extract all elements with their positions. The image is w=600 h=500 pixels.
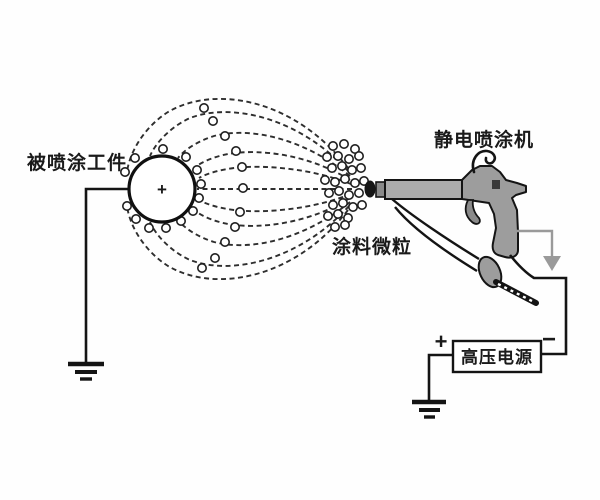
cluster-particle <box>338 139 349 150</box>
workpiece-charge-sign: + <box>157 180 167 199</box>
line-particle <box>230 222 241 233</box>
cluster-particle <box>326 163 337 174</box>
gun-hose-lower <box>394 206 478 273</box>
gun-hose-upper <box>391 198 480 261</box>
label-workpiece: 被喷涂工件 <box>27 151 127 174</box>
cluster-particle <box>332 209 343 220</box>
paint-particles <box>120 103 369 273</box>
field-line <box>126 98 349 173</box>
line-particle <box>235 207 246 218</box>
cluster-particle <box>323 188 334 199</box>
cluster-particle <box>356 200 367 211</box>
gun-to-power-wire <box>508 254 568 356</box>
field-line <box>149 111 350 173</box>
connection-indicator <box>516 229 561 271</box>
power-supply-label: 高压电源 <box>461 347 533 367</box>
line-particle <box>231 146 242 157</box>
line-particle <box>220 237 231 248</box>
label-particles: 涂料微粒 <box>332 235 412 258</box>
spray-gun <box>364 149 539 306</box>
surface-particle <box>158 144 169 155</box>
workpiece-circle <box>127 154 197 224</box>
gun-top-hook <box>471 149 497 174</box>
surface-particle <box>144 223 155 234</box>
cluster-particle <box>321 152 332 163</box>
line-particle <box>197 262 208 273</box>
surface-particle <box>120 167 131 178</box>
field-line <box>193 197 351 227</box>
gun-body-detail <box>492 180 500 189</box>
gun-trigger <box>464 199 481 225</box>
cluster-particle <box>329 177 340 188</box>
gun-nozzle-tip <box>364 180 376 198</box>
line-particle <box>220 131 231 142</box>
workpiece-ground-wire <box>84 187 129 362</box>
power-ground-wire <box>427 353 453 400</box>
minus-terminal-sign: − <box>542 326 556 353</box>
cluster-particle <box>346 165 357 176</box>
surface-particle <box>192 165 203 176</box>
gun-cable-sheath <box>493 279 539 306</box>
field-line <box>149 205 350 267</box>
cluster-particle <box>327 141 338 152</box>
cluster-particle <box>353 151 364 162</box>
cluster-particle <box>329 222 340 233</box>
cluster-particle <box>343 154 354 165</box>
plus-terminal-sign: + <box>435 329 448 354</box>
field-line <box>126 205 349 280</box>
ground-symbol-right <box>412 399 446 419</box>
cluster-particle <box>347 202 358 213</box>
line-particle <box>238 183 249 194</box>
cluster-particle <box>322 211 333 222</box>
label-sprayer: 静电喷涂机 <box>434 128 534 151</box>
cluster-particle <box>332 151 343 162</box>
line-particle <box>210 253 221 264</box>
cluster-particle <box>319 175 330 186</box>
ground-symbol-left <box>68 361 104 381</box>
cluster-particle <box>349 178 360 189</box>
surface-particle <box>196 179 207 190</box>
line-particle <box>237 162 248 173</box>
surface-particle <box>130 153 141 164</box>
cluster-particle <box>333 186 344 197</box>
connection-wire <box>516 229 554 257</box>
surface-particle <box>131 214 142 225</box>
cluster-particle <box>353 188 364 199</box>
cluster-particle <box>355 163 366 174</box>
cluster-particle <box>336 161 347 172</box>
cluster-particle <box>339 174 350 185</box>
surface-particle <box>181 152 192 163</box>
field-line <box>177 201 351 247</box>
cluster-particle <box>339 220 350 231</box>
power-supply-box <box>451 339 543 374</box>
cluster-particle <box>327 200 338 211</box>
line-particle <box>199 103 210 114</box>
cluster-particle <box>337 198 348 209</box>
field-line <box>193 151 351 181</box>
down-arrow-icon <box>543 256 561 271</box>
surface-particle <box>161 223 172 234</box>
surface-particle <box>122 201 133 212</box>
surface-particle <box>188 206 199 217</box>
cluster-particle <box>343 190 354 201</box>
line-particle <box>208 116 219 127</box>
